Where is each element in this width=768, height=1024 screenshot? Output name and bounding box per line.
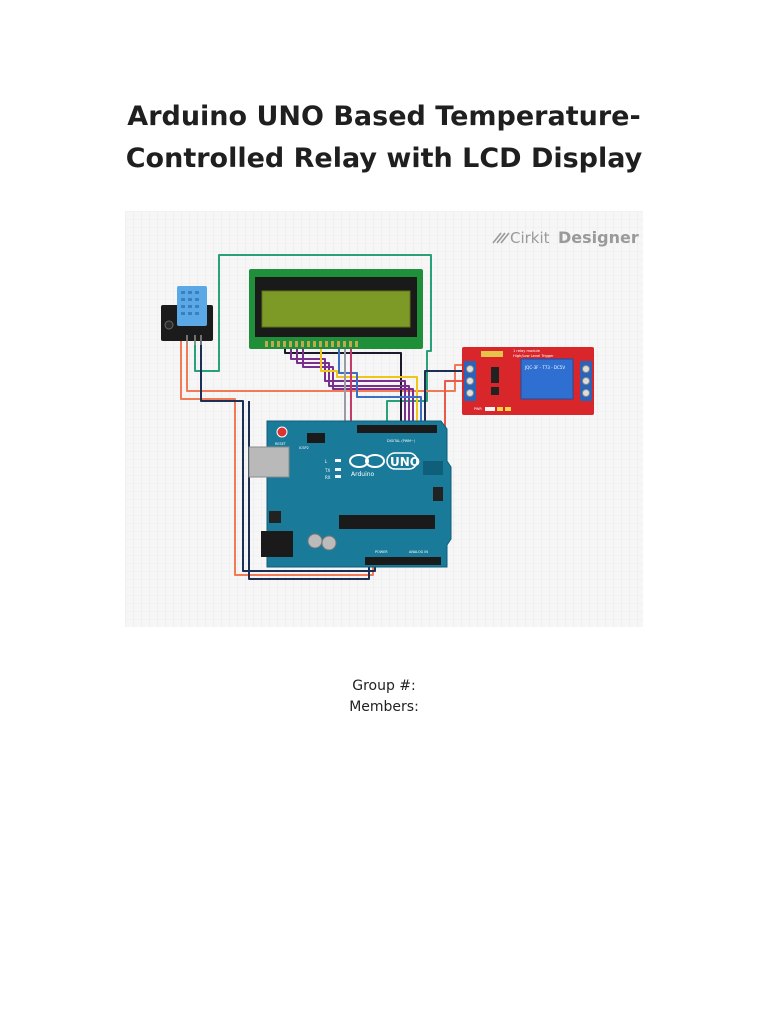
arduino-rx-label: RX <box>325 475 331 480</box>
relay-title-2: High/Low Level Trigger <box>513 354 554 358</box>
caption-block: Group #: Members: <box>0 676 768 718</box>
wire-navy <box>200 335 376 572</box>
arduino-power-label: POWER <box>375 550 388 554</box>
lcd-screen <box>261 290 411 328</box>
circuit-diagram: Cirkit Designer <box>125 211 643 627</box>
lcd-header-pins <box>265 341 358 347</box>
arduino-icsp-label: ICSP2 <box>299 446 309 450</box>
arduino-uno: RESET ICSP2 DIGITAL (PWM~) L TX RX UNO A… <box>248 420 452 568</box>
arduino-analog-label: ANALOG IN <box>409 550 428 554</box>
relay-jumper <box>481 351 503 357</box>
dht-sensor <box>161 286 213 345</box>
arduino-l-label: L <box>325 459 328 464</box>
relay-cube <box>520 358 574 400</box>
arduino-brand: Arduino <box>351 471 375 478</box>
wire-yellow <box>320 347 418 429</box>
arduino-reset-button <box>276 426 288 438</box>
relay-spec: JQC-3F - T73 - DC5V <box>524 365 565 370</box>
arduino-power-header <box>365 557 411 565</box>
wire-green <box>194 254 432 429</box>
arduino-digital-header <box>357 425 437 433</box>
arduino-reset-label: RESET <box>275 442 287 446</box>
arduino-uno-logo: UNO <box>390 455 420 469</box>
cirkit-designer-watermark: Cirkit Designer <box>492 228 639 247</box>
dht-pins <box>186 335 202 345</box>
document-title: Arduino UNO Based Temperature- Controlle… <box>0 96 768 180</box>
dht-mount-hole <box>164 320 174 330</box>
wire-relay-navy <box>424 370 473 429</box>
cirkit-logo-icon <box>492 232 510 244</box>
lcd-display <box>249 269 423 349</box>
arduino-analog-header <box>401 557 441 565</box>
group-label: Group #: <box>352 678 416 694</box>
title-line-2: Controlled Relay with LCD Display <box>125 143 643 174</box>
wire-navy-2 <box>248 401 370 580</box>
arduino-usb-port <box>248 446 290 478</box>
wire-purple-3 <box>302 347 414 429</box>
relay-pwr-label: PWR <box>474 407 482 411</box>
arduino-tx-label: TX <box>324 468 330 473</box>
wire-black-lcd <box>284 347 402 429</box>
relay-module: 1 relay module High/Low Level Trigger JQ… <box>462 347 594 415</box>
watermark-cirkit: Cirkit <box>510 229 550 247</box>
members-label: Members: <box>349 699 419 715</box>
relay-title-1: 1 relay module <box>513 349 541 353</box>
arduino-digital-label: DIGITAL (PWM~) <box>387 439 416 443</box>
dht-grille <box>181 291 199 315</box>
arduino-capacitor-2 <box>321 535 337 551</box>
arduino-capacitor-1 <box>307 533 323 549</box>
arduino-chip <box>339 515 435 529</box>
wire-blue <box>338 347 422 429</box>
arduino-power-jack <box>261 531 293 557</box>
watermark-designer: Designer <box>558 228 639 247</box>
circuit-svg: Cirkit Designer <box>125 211 643 627</box>
arduino-board <box>266 420 452 568</box>
wire-purple-2 <box>296 347 410 429</box>
title-line-1: Arduino UNO Based Temperature- <box>127 101 641 132</box>
arduino-infinity-logo: UNO <box>349 452 420 470</box>
